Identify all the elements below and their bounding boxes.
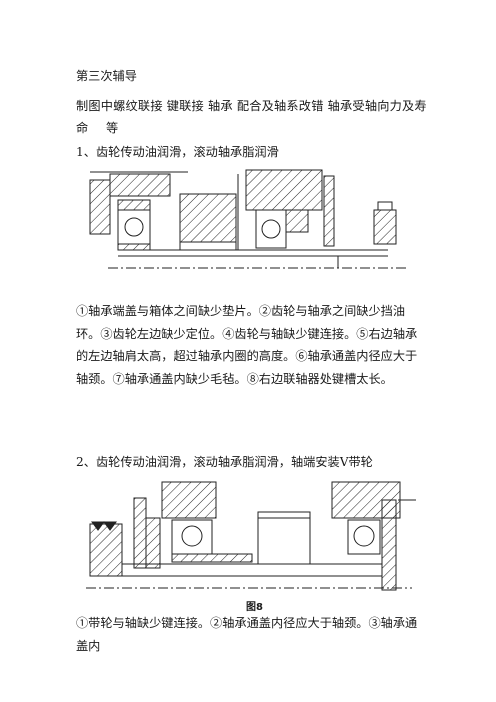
topics-line-2: 命 等 <box>76 121 119 135</box>
figure-caption: 图8 <box>246 602 263 613</box>
shaft-assembly-drawing-1 <box>89 169 408 269</box>
topics-line-1: 制图中螺纹联接 键联接 轴承 配合及轴系改错 轴承受轴向力及寿 <box>76 99 427 113</box>
section2-errors: ①带轮与轴缺少键连接。②轴承通盖内径应大于轴颈。③轴承通盖内 <box>76 616 418 653</box>
section2-title: 2、齿轮传动油润滑，滚动轴承脂润滑，轴端安装V带轮 <box>76 455 373 469</box>
section1-errors: ①轴承端盖与箱体之间缺少垫片。②齿轮与轴承之间缺少挡油环。③齿轮左边缺少定位。④… <box>76 304 418 386</box>
page-heading: 第三次辅导 <box>76 69 137 83</box>
shaft-assembly-drawing-2 <box>86 481 416 591</box>
section1-title: 1、齿轮传动油润滑，滚动轴承脂润滑 <box>76 145 279 159</box>
